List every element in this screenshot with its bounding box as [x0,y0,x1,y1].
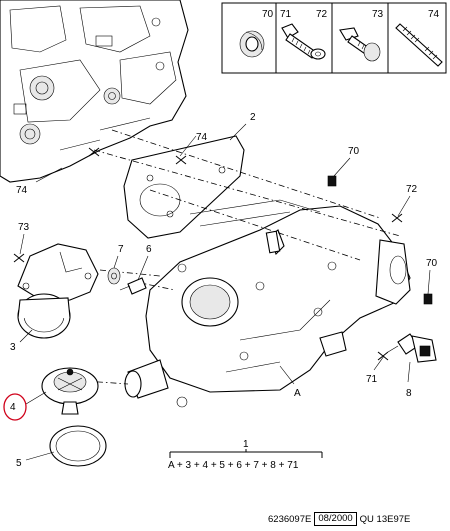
callout-3: 3 [10,342,16,353]
footer-code: QU 13E97E [359,513,411,525]
assembly-formula-text: A + 3 + 4 + 5 + 6 + 7 + 8 + 71 [168,460,299,471]
callout-8: 8 [406,388,412,399]
callout-A: A [294,388,301,399]
hardware-panel: 70 71 72 73 74 [221,2,447,74]
bolt-6 [119,277,147,295]
thermostat-housing-3 [17,243,99,339]
footer-ref: 6236097E [268,513,312,525]
washer-7 [107,267,121,285]
panel-code-73: 73 [372,9,384,20]
callout-2: 2 [250,112,256,123]
panel-code-72: 72 [316,9,328,20]
thermostat-4 [41,367,99,415]
panel-code-71: 71 [280,9,292,20]
panel-code-70: 70 [262,9,274,20]
callout-4: 4 [10,402,16,413]
assembly-formula: 1 A + 3 + 4 + 5 + 6 + 7 + 8 + 71 [168,439,323,471]
callout-70-top: 70 [348,146,360,157]
footer-date: 08/2000 [314,512,357,526]
callout-74-left: 74 [16,185,28,196]
engine-block [0,0,189,183]
washer-icon [310,48,326,60]
panel-code-74: 74 [428,9,440,20]
callout-74-top: 74 [196,132,208,143]
callout-6: 6 [146,244,152,255]
temperature-sensor-8 [387,333,437,363]
reference-crosses [13,147,403,361]
callout-1: 1 [243,439,249,450]
callout-72: 72 [406,184,418,195]
callout-7: 7 [118,244,124,255]
bolt-icon [281,23,317,59]
callout-5: 5 [16,458,22,469]
stud-icon [395,23,443,67]
water-outlet-housing [124,199,411,408]
footer: 6236097E 08/2000 QU 13E97E [268,512,410,526]
leader-lines [19,123,431,461]
plug-70b [423,293,433,305]
seal-ring-icon [239,30,265,58]
callout-73: 73 [18,222,30,233]
o-ring-5 [49,425,107,467]
callout-71: 71 [366,374,378,385]
highlight-circle [3,393,27,421]
callout-70-right: 70 [426,258,438,269]
plug-70a [327,175,337,187]
flanged-bolt-icon [339,27,381,62]
gasket-2 [123,135,245,239]
